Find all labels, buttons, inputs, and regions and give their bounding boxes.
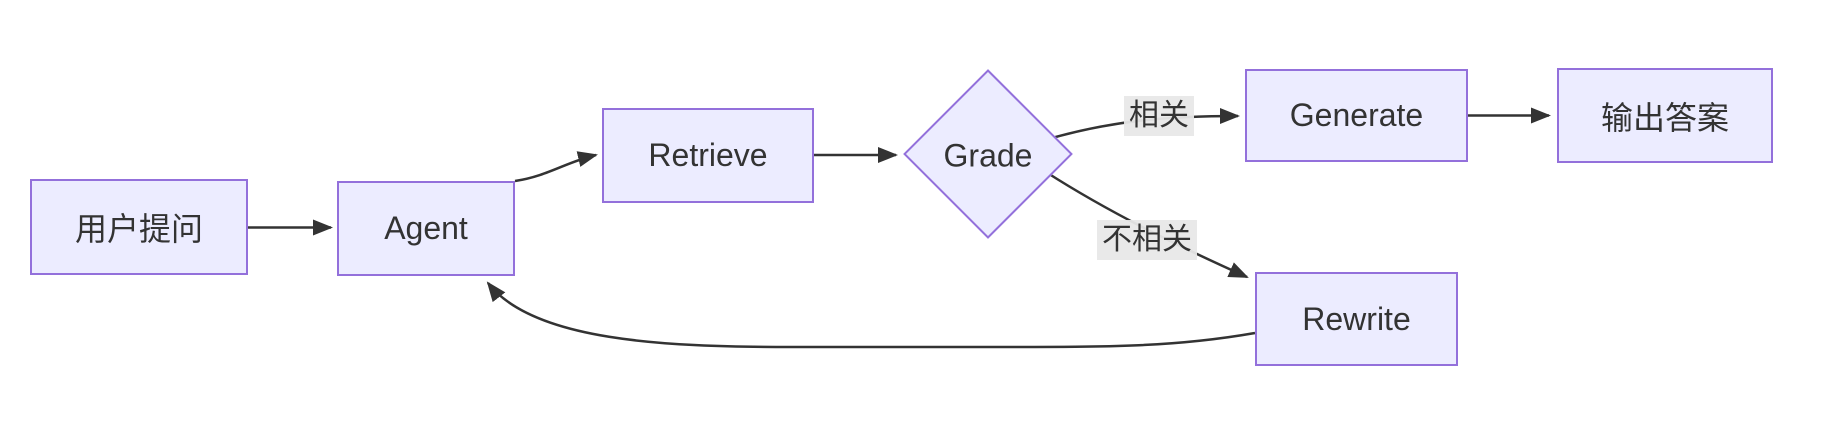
node-grade-label: Grade xyxy=(943,137,1033,174)
node-user-question-label: 用户提问 xyxy=(74,211,203,247)
edge-label-not-relevant: 不相关 xyxy=(1097,220,1197,260)
node-agent: Agent xyxy=(337,181,515,276)
node-agent-label: Agent xyxy=(384,210,468,246)
node-rewrite-label: Rewrite xyxy=(1302,300,1411,337)
node-rewrite: Rewrite xyxy=(1255,272,1458,366)
edge-rewrite-to-agent xyxy=(486,281,1256,349)
node-generate: Generate xyxy=(1245,69,1468,162)
node-generate-label: Generate xyxy=(1289,97,1424,133)
node-user-question: 用户提问 xyxy=(30,179,248,275)
edge-label-relevant: 相关 xyxy=(1124,96,1194,136)
node-output-answer: 输出答案 xyxy=(1557,68,1773,163)
node-retrieve-label: Retrieve xyxy=(648,137,768,173)
edge-agent-to-retrieve xyxy=(514,151,598,183)
node-output-answer-label: 输出答案 xyxy=(1600,99,1729,136)
node-retrieve: Retrieve xyxy=(602,108,814,203)
